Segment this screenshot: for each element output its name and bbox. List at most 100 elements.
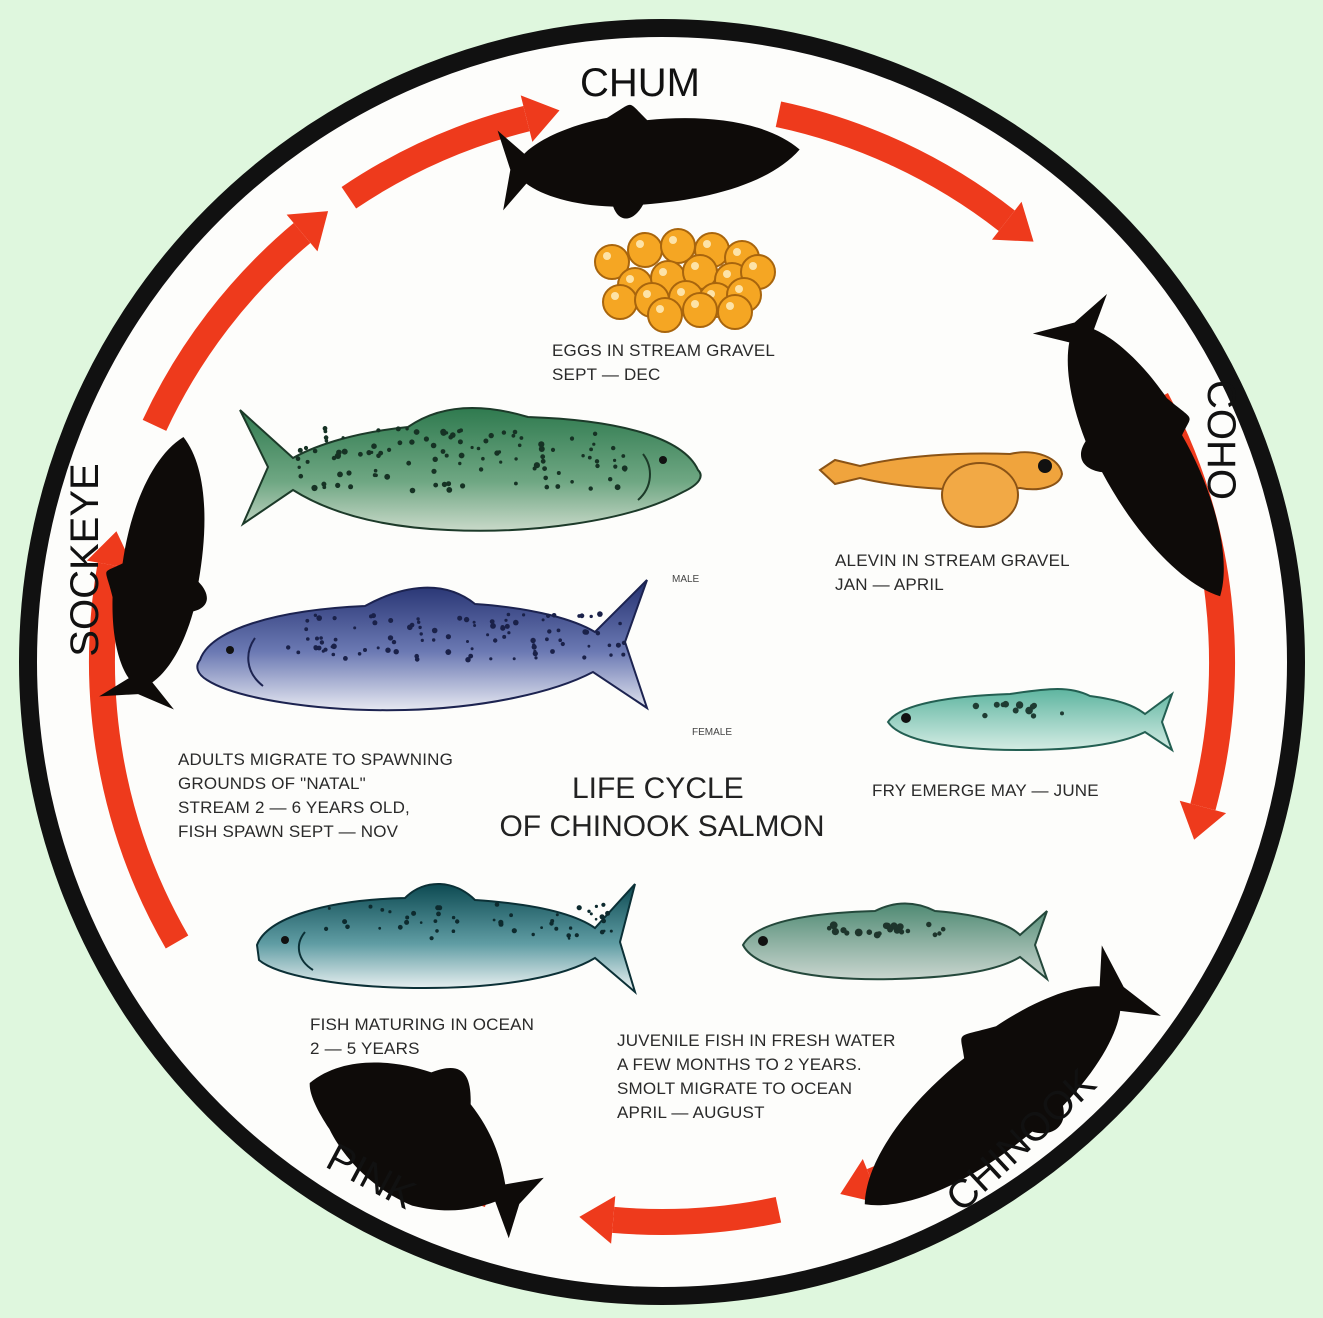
fish-spot (556, 913, 559, 916)
fish-spot (473, 621, 476, 624)
egg-highlight (656, 305, 664, 313)
fry-caption: FRY EMERGE MAY — JUNE (872, 781, 1099, 800)
fish-spot (414, 429, 420, 435)
fish-spot (417, 621, 420, 624)
fish-spot (613, 465, 617, 469)
fish-spot (514, 457, 517, 460)
fish-spot (435, 905, 440, 910)
fish-spot (570, 480, 574, 484)
fish-spot (495, 902, 500, 907)
fish-spot (378, 451, 383, 456)
fish-spot (376, 428, 380, 432)
fish-spot (458, 462, 461, 465)
fish-spot (430, 936, 434, 940)
fish-spot (600, 914, 605, 919)
egg-highlight (726, 302, 734, 310)
egg-icon (718, 295, 752, 329)
cycle-arrow-seg-bottom (613, 1210, 778, 1222)
fish-spot (545, 637, 549, 641)
fish-spot (615, 484, 621, 490)
fish-spot (621, 454, 625, 458)
fish-spot (396, 426, 401, 431)
fish-spot (540, 454, 545, 459)
fish-spot (434, 919, 438, 923)
fish-spot (304, 446, 308, 450)
fish-spot (415, 657, 420, 662)
egg-highlight (733, 248, 741, 256)
fish-spot (304, 627, 308, 631)
fish-spot (298, 448, 303, 453)
fish-spot (404, 920, 409, 925)
egg-highlight (603, 252, 611, 260)
fish-spot (432, 638, 435, 641)
fish-spot (452, 916, 455, 919)
fish-spot (561, 642, 565, 646)
fish-spot (530, 638, 535, 643)
fish-spot (520, 436, 524, 440)
fish-spot (592, 443, 595, 446)
fish-spot (459, 453, 465, 459)
fish-spot (298, 466, 301, 469)
fish-spot (532, 644, 537, 649)
fish-spot (398, 440, 403, 445)
fish-spot (486, 633, 489, 636)
fish-spot (418, 626, 421, 629)
fish-spot (405, 427, 408, 430)
fish-spot (973, 703, 979, 709)
fish-spot (435, 929, 439, 933)
fish-spot (311, 485, 317, 491)
fish-spot (436, 912, 441, 917)
fish-spot (887, 927, 893, 933)
fish-spot (994, 702, 1000, 708)
fish-spot (363, 648, 367, 652)
fish-spot (581, 454, 584, 457)
fish-spot (374, 469, 378, 473)
fish-spot (388, 635, 393, 640)
fish-spot (325, 439, 329, 443)
fish-spot (512, 928, 517, 933)
fish-spot (622, 641, 626, 645)
fish-spot (541, 459, 546, 464)
fish-spot (315, 637, 319, 641)
fish-spot (433, 457, 438, 462)
fish-spot (432, 628, 438, 634)
fish-spot (502, 635, 506, 639)
fish-spot (582, 629, 588, 635)
fish-spot (534, 656, 537, 659)
fish-spot (380, 908, 384, 912)
fish-spot (493, 919, 496, 922)
fish-spot (345, 925, 350, 930)
fish-spot (316, 615, 322, 621)
fish-spot (332, 653, 336, 657)
fish-spot (580, 613, 585, 618)
fish-spot (346, 470, 351, 475)
fish-spot (394, 649, 399, 654)
male-label: MALE (672, 574, 700, 585)
egg-highlight (643, 290, 651, 298)
egg-highlight (749, 262, 757, 270)
fish-spot (489, 657, 492, 660)
fish-spot (542, 618, 545, 621)
fish-spot (410, 488, 416, 494)
fish-spot (306, 460, 310, 464)
fish-spot (595, 918, 598, 921)
fish-spot (384, 474, 390, 480)
fish-spot (445, 454, 449, 458)
fish-spot (385, 648, 390, 653)
fish-spot (337, 472, 343, 478)
fish-spot (1025, 707, 1033, 715)
fish-spot (343, 656, 348, 661)
fish-spot (466, 640, 469, 643)
fish-spot (465, 657, 470, 662)
fish-spot (481, 457, 485, 461)
fish-spot (424, 436, 429, 441)
fish-spot (593, 432, 597, 436)
female-label: FEMALE (692, 727, 732, 738)
fish-spot (533, 651, 538, 656)
fish-spot (333, 616, 337, 620)
egg-icon (628, 233, 662, 267)
fish-spot (597, 611, 603, 617)
fish-spot (941, 927, 946, 932)
fish-spot (471, 647, 474, 650)
fish-spot (867, 929, 873, 935)
